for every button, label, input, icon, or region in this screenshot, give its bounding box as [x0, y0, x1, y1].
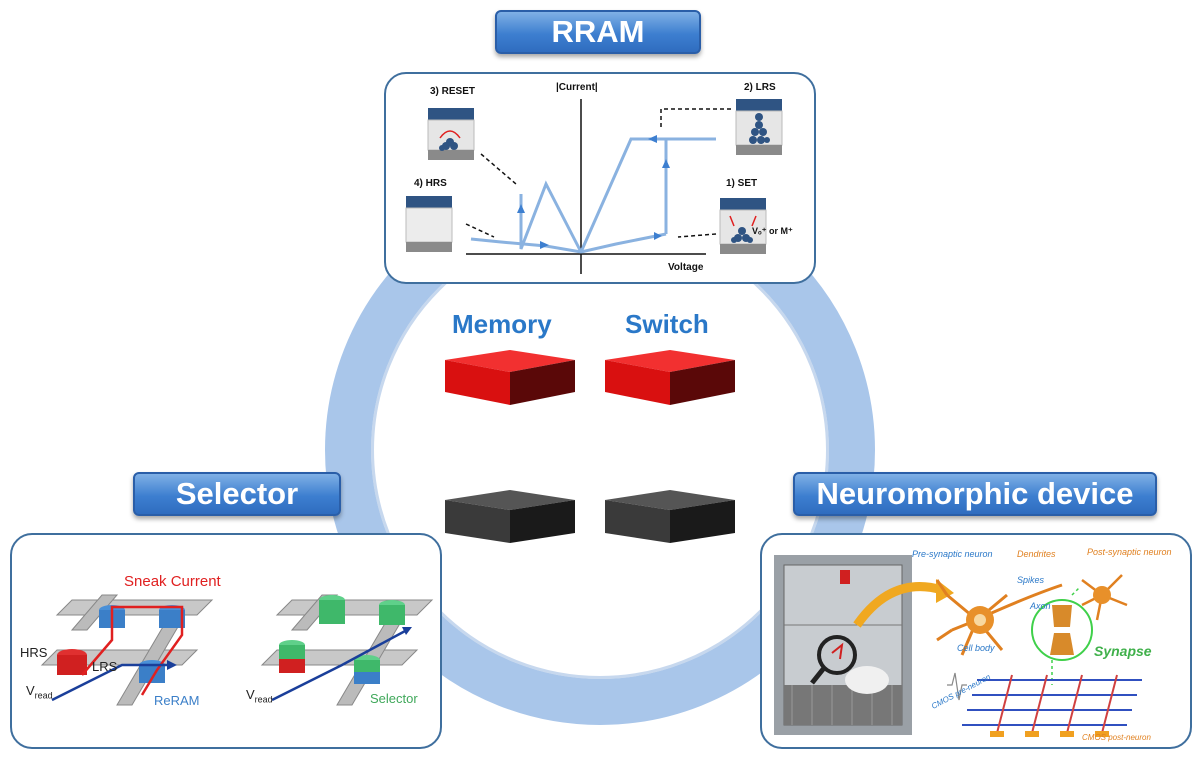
iv-reset-branch: [519, 180, 583, 253]
hrs-label: 4) HRS: [414, 178, 447, 189]
post-synaptic-neuron: [1081, 574, 1128, 621]
lrs-label: LRS: [92, 659, 118, 674]
dendrites-label: Dendrites: [1017, 549, 1056, 559]
vread-label: Vread: [26, 683, 53, 701]
iv-set-branch: [579, 137, 716, 253]
memory-label: Memory: [452, 309, 552, 339]
lrs-label: 2) LRS: [744, 82, 776, 93]
synapse-zoom-circle: [1031, 599, 1093, 661]
hrs-label: HRS: [20, 645, 48, 660]
post-synaptic-label: Post-synaptic neuron: [1087, 547, 1172, 557]
set-ions-label: Vₒ⁺ or M⁺: [752, 226, 793, 236]
set-label: 1) SET: [726, 178, 758, 189]
pre-synaptic-neuron: [935, 579, 1063, 656]
pointer-hrs: [465, 223, 495, 238]
synapse-shape: [1052, 605, 1072, 627]
vread2-label: Vread: [246, 687, 273, 705]
synapse-label: Synapse: [1094, 643, 1152, 659]
pointer-set: [677, 233, 717, 238]
iv-low-branch: [470, 232, 667, 254]
cmos-post-label: CMOS post-neuron: [1082, 733, 1151, 742]
rram-iv-curve: [405, 99, 783, 274]
device-reset: [427, 108, 475, 160]
curve-arrow: [540, 241, 549, 249]
reset-label: 3) RESET: [430, 86, 476, 97]
curve-arrow: [648, 135, 657, 143]
rram-panel: |Current| Voltage 3) RESET 2) LRS 4) HRS…: [384, 72, 816, 284]
cage-photo: [774, 555, 912, 735]
cell-body-label: Cell body: [957, 643, 995, 653]
curve-arrow: [517, 204, 525, 213]
neuromorphic-title: Neuromorphic device: [793, 472, 1157, 516]
reram-crossbar: [40, 594, 214, 706]
curve-arrow: [662, 159, 670, 168]
x-axis-label: Voltage: [668, 262, 704, 273]
cmos-crossbar: [962, 679, 1142, 726]
device-lrs: [735, 99, 783, 155]
zoom-arrow: [853, 582, 944, 628]
selector-crossbar: [260, 594, 434, 706]
y-axis-label: |Current|: [556, 82, 598, 93]
rram-title: RRAM: [495, 10, 701, 54]
selector-label: Selector: [370, 691, 418, 706]
reram-label: ReRAM: [154, 693, 200, 708]
crossbar-diagram: [40, 594, 434, 706]
pointer-reset: [480, 153, 517, 185]
switch-label: Switch: [625, 309, 709, 339]
pre-synaptic-label: Pre-synaptic neuron: [912, 549, 993, 559]
selector-panel: Sneak Current HRS LRS Vread ReRAM Vread …: [10, 533, 442, 749]
curve-arrow: [654, 232, 662, 240]
neuro-diagram: [774, 555, 1142, 737]
axon-label: Axon: [1030, 601, 1051, 611]
neuro-panel: Pre-synaptic neuron Dendrites Post-synap…: [760, 533, 1192, 749]
device-hrs: [405, 196, 453, 252]
spike-waveform: [947, 672, 967, 701]
spikes-label: Spikes: [1017, 575, 1045, 585]
sneak-current-label: Sneak Current: [124, 573, 221, 590]
selector-title: Selector: [133, 472, 341, 516]
device-set: [719, 198, 767, 254]
